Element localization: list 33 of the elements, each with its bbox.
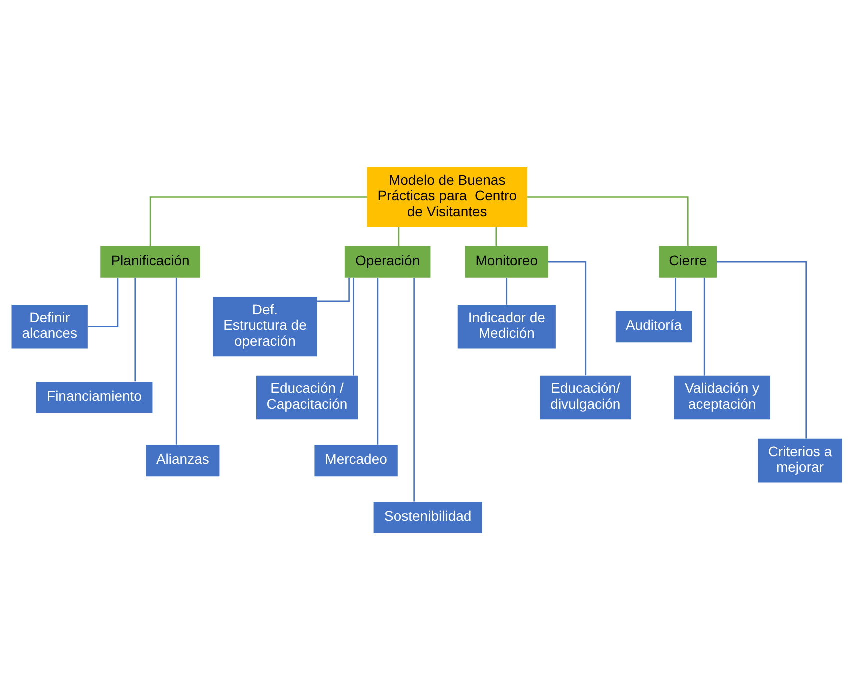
connector [318,277,350,302]
connector [176,278,178,444]
node-box: Auditoría [616,310,692,342]
connector [134,277,136,382]
node-box: Validación y aceptación [674,375,770,420]
connector [506,278,508,304]
node-box: Operación [344,246,431,278]
connector [150,196,368,246]
connector [704,277,706,376]
connector [675,278,676,311]
node-box: Alianzas [146,444,220,476]
connector [496,226,498,246]
connector [353,277,354,376]
node-box: Criterios a mejorar [758,438,842,482]
connector [528,196,689,246]
node-box: Definir alcances [12,304,88,348]
node-box: Indicador de Medición [458,304,556,348]
connector [548,260,587,376]
node-box: Financiamiento [36,382,153,414]
node-box: Def. Estructura de operación [213,296,318,356]
node-box: Modelo de Buenas Prácticas para Centro de Visitantes [367,167,528,227]
connector [414,278,415,502]
node-box: Educación/ divulgación [540,375,632,420]
node-box: Planificación [100,246,200,278]
connector [717,260,807,438]
node-box: Sostenibilidad [374,501,482,533]
node-box: Mercadeo [314,444,398,476]
connector [377,278,379,444]
node-box: Cierre [659,246,718,278]
node-box: Educación / Capacitación [256,375,358,420]
connector [88,278,119,328]
node-box: Monitoreo [465,246,548,278]
connector [398,226,400,246]
